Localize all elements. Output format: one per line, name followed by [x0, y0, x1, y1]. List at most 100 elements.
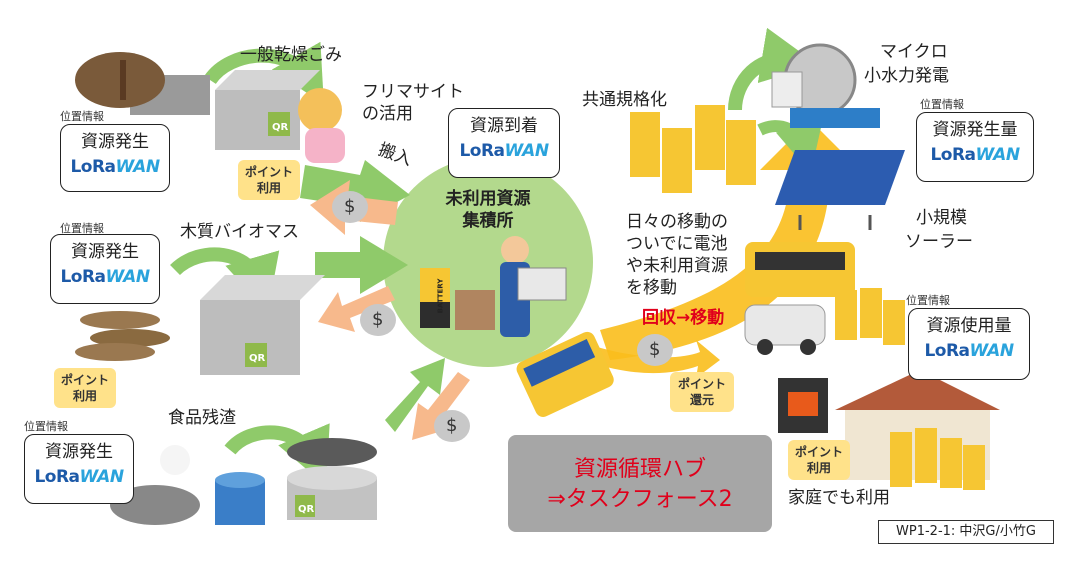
lora-box-arrival-title: 資源到着 — [470, 116, 538, 136]
lorawan-logo: LoRaWAN — [60, 267, 151, 287]
label-flea-market-1: フリマサイト — [362, 82, 464, 102]
points-use-badge-3: ポイント 利用 — [788, 440, 850, 480]
hub-title-2: 集積所 — [462, 211, 514, 231]
hub-title-1: 未利用資源 — [445, 189, 531, 209]
label-collect-move: 回収→移動 — [642, 308, 725, 328]
lorawan-wan: WAN — [105, 267, 151, 287]
money-bag-4 — [637, 334, 673, 366]
lorawan-wan: WAN — [504, 141, 550, 161]
orange-arrow-middle — [318, 286, 395, 332]
label-dry-waste: 一般乾燥ごみ — [240, 45, 342, 65]
battery-label: BATTERY — [436, 278, 445, 314]
points-use-badge-1: ポイント 利用 — [238, 160, 300, 200]
lora-box-origin-1-title: 資源発生 — [81, 132, 149, 152]
label-daily-move-2: ついでに電池 — [626, 234, 728, 254]
curved-arrow-hydro — [728, 27, 818, 111]
qr-label-bottom: QR — [298, 504, 315, 515]
points-return-badge-line1: ポイント — [677, 377, 726, 391]
home-batteries-illustration — [890, 428, 985, 490]
lorawan-wan: WAN — [969, 341, 1015, 361]
lora-box-amount-title: 資源発生量 — [932, 120, 1018, 140]
points-use-badge-3-line2: 利用 — [806, 461, 831, 475]
lorawan-lo: LoRa — [924, 341, 970, 361]
points-use-badge-2-line2: 利用 — [72, 389, 97, 403]
hub-battery-illustration — [420, 268, 495, 330]
points-return-badge: ポイント 還元 — [670, 372, 734, 412]
label-home-use: 家庭でも利用 — [788, 488, 890, 508]
car-illustration — [744, 304, 826, 355]
location-info-5: 位置情報 — [906, 294, 950, 307]
label-micro-hydro-2: 小水力発電 — [864, 66, 949, 86]
money-sign-1: $ — [344, 196, 356, 217]
location-info-3: 位置情報 — [24, 420, 68, 433]
location-info-4: 位置情報 — [920, 98, 964, 111]
money-sign-2: $ — [372, 309, 384, 330]
qr-label-top: QR — [272, 122, 289, 133]
curved-arrow-dry — [204, 41, 324, 105]
standard-batteries-illustration — [630, 105, 756, 193]
curved-arrow-solar — [757, 120, 823, 174]
wood-logs-illustration — [75, 311, 170, 361]
lora-box-origin-3: 資源発生 LoRaWAN — [24, 434, 134, 504]
points-use-badge-2-line1: ポイント — [60, 373, 109, 387]
label-daily-move-3: や未利用資源 — [626, 256, 728, 276]
lorawan-logo: LoRaWAN — [70, 157, 161, 177]
resource-hub-banner: 資源循環ハブ ⇒タスクフォース2 — [508, 435, 772, 532]
label-flea-market-2: の活用 — [362, 104, 413, 124]
credit-label: WP1-2-1: 中沢G/小竹G — [878, 520, 1054, 544]
label-small-solar-2: ソーラー — [905, 232, 973, 252]
girl-with-phone-illustration — [298, 88, 345, 163]
worker-illustration — [500, 236, 567, 337]
lora-box-usage: 資源使用量 LoRaWAN — [908, 308, 1030, 380]
curved-arrow-wood — [170, 247, 280, 312]
points-return-badge-line2: 還元 — [689, 393, 714, 407]
lora-box-origin-3-title: 資源発生 — [45, 442, 113, 462]
resource-hub-banner-line2: ⇒タスクフォース2 — [547, 487, 733, 512]
qr-label-middle: QR — [249, 353, 266, 364]
bus-illustration — [745, 242, 855, 297]
location-info-1: 位置情報 — [60, 110, 104, 123]
cardboard-box-top — [215, 70, 320, 150]
lorawan-lo: LoRa — [459, 141, 505, 161]
lora-box-arrival: 資源到着 LoRaWAN — [448, 108, 560, 178]
lorawan-wan: WAN — [115, 157, 161, 177]
lorawan-wan: WAN — [79, 467, 125, 487]
lorawan-logo: LoRaWAN — [459, 141, 550, 161]
right-batteries-illustration — [835, 288, 905, 345]
lorawan-wan: WAN — [975, 145, 1021, 165]
dry-waste-illustration — [75, 52, 210, 115]
orange-arrow-bottom — [412, 372, 470, 440]
label-daily-move-1: 日々の移動の — [626, 212, 728, 232]
green-arrow-bottom — [385, 358, 445, 432]
lorawan-logo: LoRaWAN — [930, 145, 1021, 165]
money-sign-3: $ — [446, 415, 458, 436]
lorawan-logo: LoRaWAN — [34, 467, 125, 487]
label-micro-hydro-1: マイクロ — [880, 42, 948, 62]
label-small-solar-1: 小規模 — [916, 208, 967, 228]
lora-box-amount: 資源発生量 LoRaWAN — [916, 112, 1034, 182]
lora-box-origin-2-title: 資源発生 — [71, 242, 139, 262]
money-bag-2 — [360, 304, 396, 336]
green-arrow-middle — [315, 236, 408, 294]
points-use-badge-1-line2: 利用 — [256, 181, 281, 195]
lora-box-origin-2: 資源発生 LoRaWAN — [50, 234, 160, 304]
lorawan-lo: LoRa — [34, 467, 80, 487]
lorawan-lo: LoRa — [70, 157, 116, 177]
resource-hub-banner-line1: 資源循環ハブ — [573, 457, 706, 482]
lorawan-lo: LoRa — [930, 145, 976, 165]
points-use-badge-1-line1: ポイント — [244, 165, 293, 179]
money-sign-4: $ — [649, 339, 661, 360]
lorawan-lo: LoRa — [60, 267, 106, 287]
micro-hydro-illustration — [771, 43, 880, 128]
lora-box-origin-1: 資源発生 LoRaWAN — [60, 124, 170, 192]
lora-box-usage-title: 資源使用量 — [926, 316, 1012, 336]
lorawan-logo: LoRaWAN — [924, 341, 1015, 361]
solar-panel-illustration — [775, 150, 905, 230]
label-standardization: 共通規格化 — [582, 90, 667, 110]
label-food-residue: 食品残渣 — [168, 408, 236, 428]
location-info-2: 位置情報 — [60, 222, 104, 235]
points-use-badge-2: ポイント 利用 — [54, 368, 116, 408]
money-bag-3 — [434, 410, 470, 442]
